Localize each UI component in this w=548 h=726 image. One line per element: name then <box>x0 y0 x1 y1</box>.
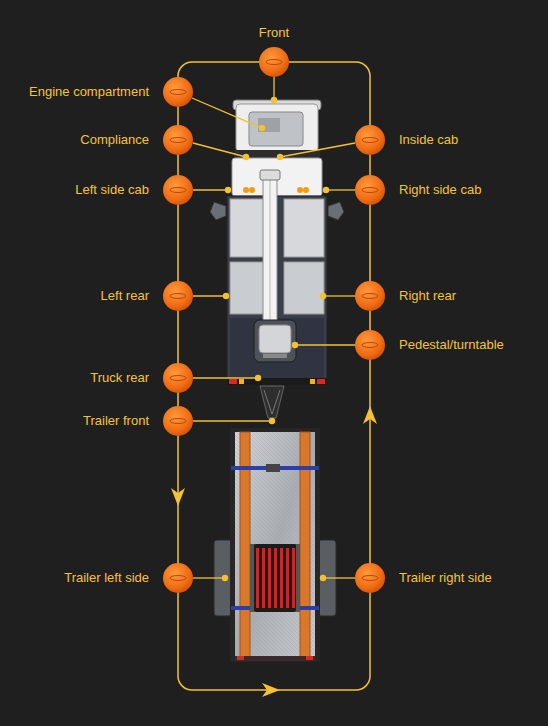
boom-tip <box>260 170 280 180</box>
timber-beam <box>300 432 310 658</box>
truck-illustration <box>210 100 344 418</box>
route-line <box>178 62 370 690</box>
part-label: Inside cab <box>399 132 458 148</box>
trailer-illustration <box>214 428 336 662</box>
hood <box>236 104 318 152</box>
trailer-frame <box>230 428 320 662</box>
part-label: Left rear <box>101 288 149 304</box>
outrigger <box>328 202 344 220</box>
route-arrow <box>262 683 280 697</box>
cab-light <box>243 187 249 193</box>
route-arrow <box>363 406 377 424</box>
tail-light <box>317 379 325 384</box>
checkpoint-buttons <box>163 47 385 593</box>
part-label: Pedestal/turntable <box>399 337 504 353</box>
leader-lines <box>192 77 355 578</box>
inspection-route <box>171 62 377 697</box>
part-label: Trailer right side <box>399 570 492 586</box>
deck-texture <box>235 432 315 658</box>
part-label: Truck rear <box>90 370 149 386</box>
part-label: Right rear <box>399 288 456 304</box>
route-arrow <box>171 488 185 506</box>
tail-light <box>229 379 237 384</box>
part-label: Front <box>259 25 289 41</box>
part-label: Trailer front <box>83 413 149 429</box>
strap-buckle <box>266 464 280 472</box>
part-label: Left side cab <box>75 182 149 198</box>
timber-beam <box>240 432 250 658</box>
outrigger <box>210 202 226 220</box>
tail-light <box>239 379 244 384</box>
deck-panel <box>284 199 324 257</box>
rear-bumper <box>227 378 327 385</box>
cab-light <box>249 187 255 193</box>
reel-flange <box>250 544 254 612</box>
trailer-tail <box>235 656 315 661</box>
cab-light <box>303 187 309 193</box>
hitch-brace <box>272 390 280 414</box>
turntable <box>259 325 291 353</box>
tail-light <box>310 379 315 384</box>
part-label: Compliance <box>80 132 149 148</box>
part-label: Right side cab <box>399 182 481 198</box>
crane-boom <box>263 174 277 326</box>
deck-panel <box>284 262 324 314</box>
reel-flange <box>296 544 300 612</box>
cable-reel <box>251 544 299 612</box>
deck-rear <box>230 318 324 378</box>
trailer-deck <box>235 432 315 658</box>
engine <box>249 112 303 146</box>
engine-part <box>258 118 280 132</box>
turntable-base <box>263 354 287 358</box>
tail-light <box>237 656 244 660</box>
cab-light <box>297 187 303 193</box>
boom-line <box>270 178 271 322</box>
hitch <box>260 386 284 418</box>
target-dots <box>222 97 329 581</box>
part-label: Trailer left side <box>64 570 149 586</box>
pedestal <box>254 320 296 362</box>
hitch-brace <box>264 390 272 414</box>
tail-light <box>306 656 313 660</box>
cable-coils <box>256 548 295 608</box>
part-label: Engine compartment <box>29 84 149 100</box>
